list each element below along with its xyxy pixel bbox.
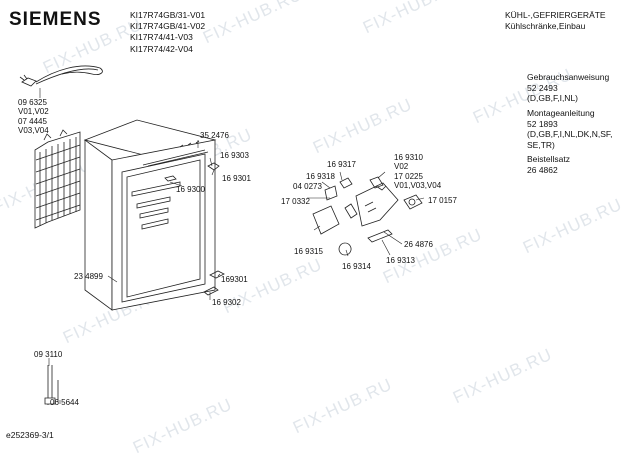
part-label: 16 9317 [327, 160, 356, 169]
category-line: Kühlschränke,Einbau [505, 21, 586, 31]
part-variant: V03,V04 [18, 126, 49, 136]
doc-number: 26 4862 [527, 164, 558, 175]
leader-lines [39, 88, 425, 404]
part-label: 04 0273 [293, 182, 322, 191]
doc-title: Gebrauchsanweisung [527, 72, 610, 82]
part-label: 06 5644 [50, 398, 79, 407]
part-label: 16 9318 [306, 172, 335, 181]
cabinet-drawing [83, 119, 217, 311]
gebrauch-block: Gebrauchsanweisung 52 2493 (D,GB,F,I,NL) [527, 72, 609, 104]
model-line: KI17R74GB/31-V01 [130, 10, 206, 20]
doc-title: Montageanleitung [527, 108, 595, 118]
brand-logo: SIEMENS [9, 9, 102, 30]
part-label: 16 9310 V02 17 0225 V01,V03,V04 [394, 153, 441, 191]
part-label: 09 6325 V01,V02 07 4445 V03,V04 [18, 98, 49, 136]
part-label: 16 9300 [176, 185, 205, 194]
part-label: 16 9313 [386, 256, 415, 265]
montage-block: Montageanleitung 52 1893 (D,GB,F,I,NL,DK… [527, 108, 613, 150]
part-label: 169301 [221, 275, 248, 284]
part-label: 16 9303 [220, 151, 249, 160]
part-label: 09 3110 [34, 350, 63, 359]
doc-number: 52 1893 [527, 118, 558, 129]
beistell-block: Beistellsatz 26 4862 [527, 154, 570, 175]
doc-langs: (D,GB,F,I,NL) [527, 93, 579, 103]
lamp-assembly-drawing [312, 176, 423, 256]
doc-title: Beistellsatz [527, 154, 570, 164]
doc-langs: SE,TR) [527, 139, 555, 150]
part-number: 16 9310 [394, 153, 423, 162]
part-label: 26 4876 [404, 240, 433, 249]
category-label: KÜHL-,GEFRIERGERÄTE Kühlschränke,Einbau [505, 10, 606, 32]
part-label: 16 9301 [222, 174, 251, 183]
cabinet-small-parts [203, 162, 225, 296]
model-line: KI17R74/42-V04 [130, 43, 193, 54]
part-label: 17 0157 [428, 196, 457, 205]
document-id: e252369-3/1 [6, 430, 54, 440]
part-variant: V01,V03,V04 [394, 181, 442, 191]
part-number: 17 0225 [394, 171, 423, 181]
doc-number: 52 2493 [527, 82, 558, 93]
part-label: 23 4899 [74, 272, 103, 281]
model-line: KI17R74GB/41-V02 [130, 21, 206, 32]
model-line: KI17R74/41-V03 [130, 32, 193, 43]
part-label: 16 9315 [294, 247, 323, 256]
category-line: KÜHL-,GEFRIERGERÄTE [505, 10, 606, 20]
part-variant: V01,V02 [18, 107, 49, 117]
part-number: 07 4445 [18, 116, 47, 126]
part-label: 17 0332 [281, 197, 310, 206]
door-pin-drawing [44, 365, 59, 405]
part-variant: V02 [394, 162, 409, 172]
part-label: 16 9314 [342, 262, 371, 271]
part-label: 16 9302 [212, 298, 241, 307]
part-label: 35 2476 [200, 131, 229, 140]
doc-langs: (D,GB,F,I,NL,DK,N,SF, [527, 129, 613, 139]
condenser-coil-drawing [34, 129, 81, 229]
part-number: 09 6325 [18, 98, 47, 107]
power-cord-drawing [19, 65, 103, 87]
model-list: KI17R74GB/31-V01 KI17R74GB/41-V02 KI17R7… [130, 10, 205, 55]
